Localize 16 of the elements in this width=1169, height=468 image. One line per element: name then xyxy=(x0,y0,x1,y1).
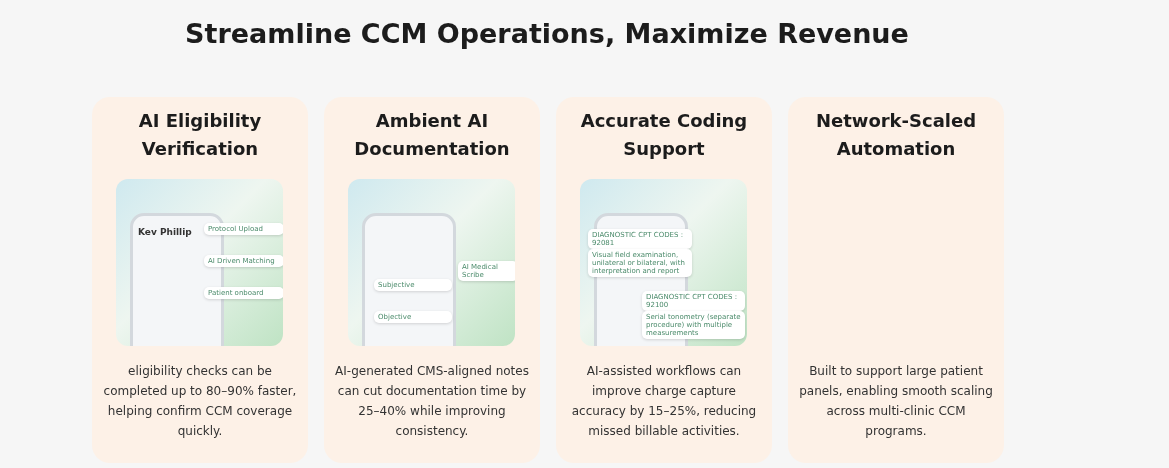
app-screenshot-picture xyxy=(348,179,515,346)
feature-card xyxy=(556,97,772,463)
card-description: AI-generated CMS-aligned notes can cut documentation time by 25–40% while improving consistency. xyxy=(334,363,530,440)
card-heading: Network-Scaled Automation xyxy=(814,109,978,161)
card-heading: AI Eligibility Verification xyxy=(137,109,263,161)
app-screenshot-picture xyxy=(580,179,747,346)
feature-card xyxy=(324,97,540,463)
card-description: eligibility checks can be completed up to 80–90% faster, helping confirm CCM coverage quickly. xyxy=(102,363,298,440)
page-title: Streamline CCM Operations, Maximize Revenue xyxy=(184,18,910,49)
card-description: AI-assisted workflows can improve charge capture accuracy by 15–25%, reducing missed billable activities. xyxy=(570,363,758,440)
feature-card xyxy=(92,97,308,463)
card-heading: Ambient AI Documentation xyxy=(353,109,511,161)
app-screenshot-picture xyxy=(116,179,283,346)
card-heading: Accurate Coding Support xyxy=(579,109,749,161)
card-description: Built to support large patient panels, enabling smooth scaling across multi-clinic CCM programs. xyxy=(798,363,994,440)
profile-name: Kev Phillip xyxy=(138,227,193,237)
